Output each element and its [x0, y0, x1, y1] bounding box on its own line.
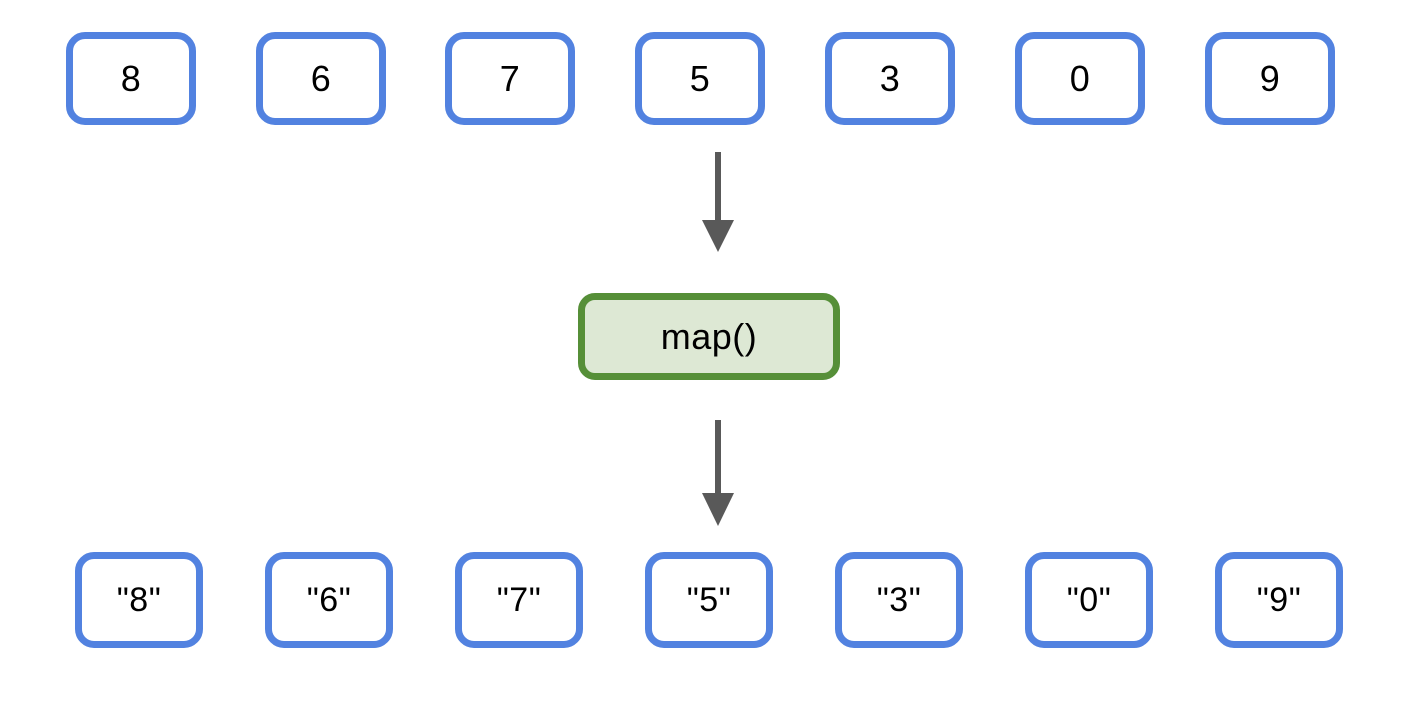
- output-value-label-7: "9": [1256, 581, 1302, 619]
- output-value-box-2[interactable]: "6": [265, 552, 393, 648]
- input-value-box-7[interactable]: 9: [1205, 32, 1335, 125]
- input-value-label-1: 8: [120, 57, 142, 99]
- input-value-label-4: 5: [689, 57, 711, 99]
- input-value-label-6: 0: [1069, 57, 1091, 99]
- output-value-label-6: "0": [1066, 581, 1112, 619]
- output-value-label-1: "8": [116, 581, 162, 619]
- output-value-box-7[interactable]: "9": [1215, 552, 1343, 648]
- arrow-input-to-map-icon: [702, 152, 734, 252]
- input-value-label-5: 3: [879, 57, 901, 99]
- input-value-box-6[interactable]: 0: [1015, 32, 1145, 125]
- input-value-box-1[interactable]: 8: [66, 32, 196, 125]
- map-operation-label: map(): [660, 315, 758, 357]
- output-value-label-4: "5": [686, 581, 732, 619]
- output-value-box-3[interactable]: "7": [455, 552, 583, 648]
- map-operation-node[interactable]: map(): [578, 293, 840, 380]
- input-value-box-5[interactable]: 3: [825, 32, 955, 125]
- input-value-box-2[interactable]: 6: [256, 32, 386, 125]
- input-value-box-3[interactable]: 7: [445, 32, 575, 125]
- input-value-label-7: 9: [1259, 57, 1281, 99]
- output-value-box-6[interactable]: "0": [1025, 552, 1153, 648]
- input-value-label-2: 6: [310, 57, 332, 99]
- output-value-label-2: "6": [306, 581, 352, 619]
- output-value-label-3: "7": [496, 581, 542, 619]
- arrow-map-to-output-icon: [702, 420, 734, 526]
- output-value-box-4[interactable]: "5": [645, 552, 773, 648]
- input-value-label-3: 7: [499, 57, 521, 99]
- input-value-box-4[interactable]: 5: [635, 32, 765, 125]
- output-value-box-1[interactable]: "8": [75, 552, 203, 648]
- output-value-label-5: "3": [876, 581, 922, 619]
- output-value-box-5[interactable]: "3": [835, 552, 963, 648]
